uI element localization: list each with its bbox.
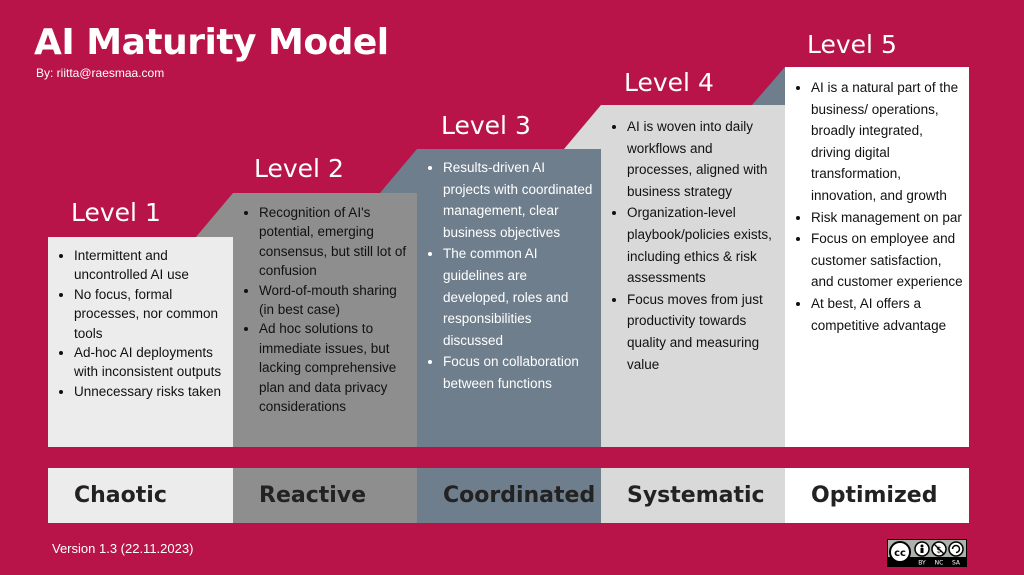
- bullet-item: Focus on collaboration between functions: [443, 351, 595, 394]
- bullet-item: Recognition of AI's potential, emerging …: [259, 203, 411, 281]
- step-connector-1-2: [196, 193, 233, 237]
- level-5-column: AI is a natural part of the business/ op…: [785, 67, 969, 447]
- cc-by-nc-sa-icon: cc $ BY NC SA: [887, 539, 967, 567]
- cc-tag-sa: SA: [952, 560, 961, 567]
- bullet-item: AI is woven into daily workflows and pro…: [627, 116, 779, 202]
- version-label: Version 1.3 (22.11.2023): [52, 541, 194, 556]
- cc-tag-nc: NC: [935, 560, 944, 567]
- level-4-label: Level 4: [624, 68, 714, 97]
- bullet-item: Focus moves from just productivity towar…: [627, 289, 779, 375]
- bullet-item: Risk management on par: [811, 207, 963, 229]
- page-title: AI Maturity Model: [34, 22, 389, 63]
- level-2-column: Recognition of AI's potential, emerging …: [233, 193, 417, 447]
- step-connector-3-4: [564, 105, 601, 149]
- bullet-item: Results-driven AI projects with coordina…: [443, 157, 595, 243]
- step-connector-4-5: [752, 67, 785, 105]
- level-5-bullets: AI is a natural part of the business/ op…: [791, 77, 963, 336]
- bullet-item: Focus on employee and customer satisfact…: [811, 228, 963, 293]
- bullet-item: Intermittent and uncontrolled AI use: [74, 246, 227, 285]
- stage-systematic: Systematic: [601, 468, 785, 523]
- svg-text:$: $: [936, 546, 942, 556]
- level-5-label: Level 5: [807, 30, 897, 59]
- bullet-item: Organization-level playbook/policies exi…: [627, 202, 779, 288]
- bullet-item: Ad-hoc AI deployments with inconsistent …: [74, 343, 227, 382]
- level-3-column: Results-driven AI projects with coordina…: [417, 149, 601, 447]
- bullet-item: No focus, formal processes, nor common t…: [74, 285, 227, 343]
- author-line: By: riitta@raesmaa.com: [36, 66, 165, 80]
- stage-reactive: Reactive: [233, 468, 417, 523]
- bullet-item: Unnecessary risks taken: [74, 382, 227, 401]
- bullet-item: AI is a natural part of the business/ op…: [811, 77, 963, 207]
- level-1-label: Level 1: [71, 198, 161, 227]
- stage-chaotic: Chaotic: [48, 468, 233, 523]
- cc-license-graphic: cc $ BY NC SA: [888, 540, 966, 567]
- level-1-column: Intermittent and uncontrolled AI use No …: [48, 237, 233, 447]
- bullet-item: Ad hoc solutions to immediate issues, bu…: [259, 319, 411, 416]
- bullet-item: At best, AI offers a competitive advanta…: [811, 293, 963, 336]
- level-1-bullets: Intermittent and uncontrolled AI use No …: [54, 246, 227, 401]
- level-2-label: Level 2: [254, 154, 344, 183]
- level-4-bullets: AI is woven into daily workflows and pro…: [607, 116, 779, 375]
- svg-text:cc: cc: [894, 548, 906, 559]
- level-3-label: Level 3: [441, 111, 531, 140]
- bullet-item: Word-of-mouth sharing (in best case): [259, 281, 411, 320]
- bullet-item: The common AI guidelines are developed, …: [443, 243, 595, 351]
- step-connector-2-3: [380, 149, 417, 193]
- level-4-column: AI is woven into daily workflows and pro…: [601, 105, 785, 447]
- level-2-bullets: Recognition of AI's potential, emerging …: [239, 203, 411, 416]
- stage-coordinated: Coordinated: [417, 468, 601, 523]
- level-3-bullets: Results-driven AI projects with coordina…: [423, 157, 595, 395]
- stage-optimized: Optimized: [785, 468, 969, 523]
- cc-tag-by: BY: [918, 560, 926, 567]
